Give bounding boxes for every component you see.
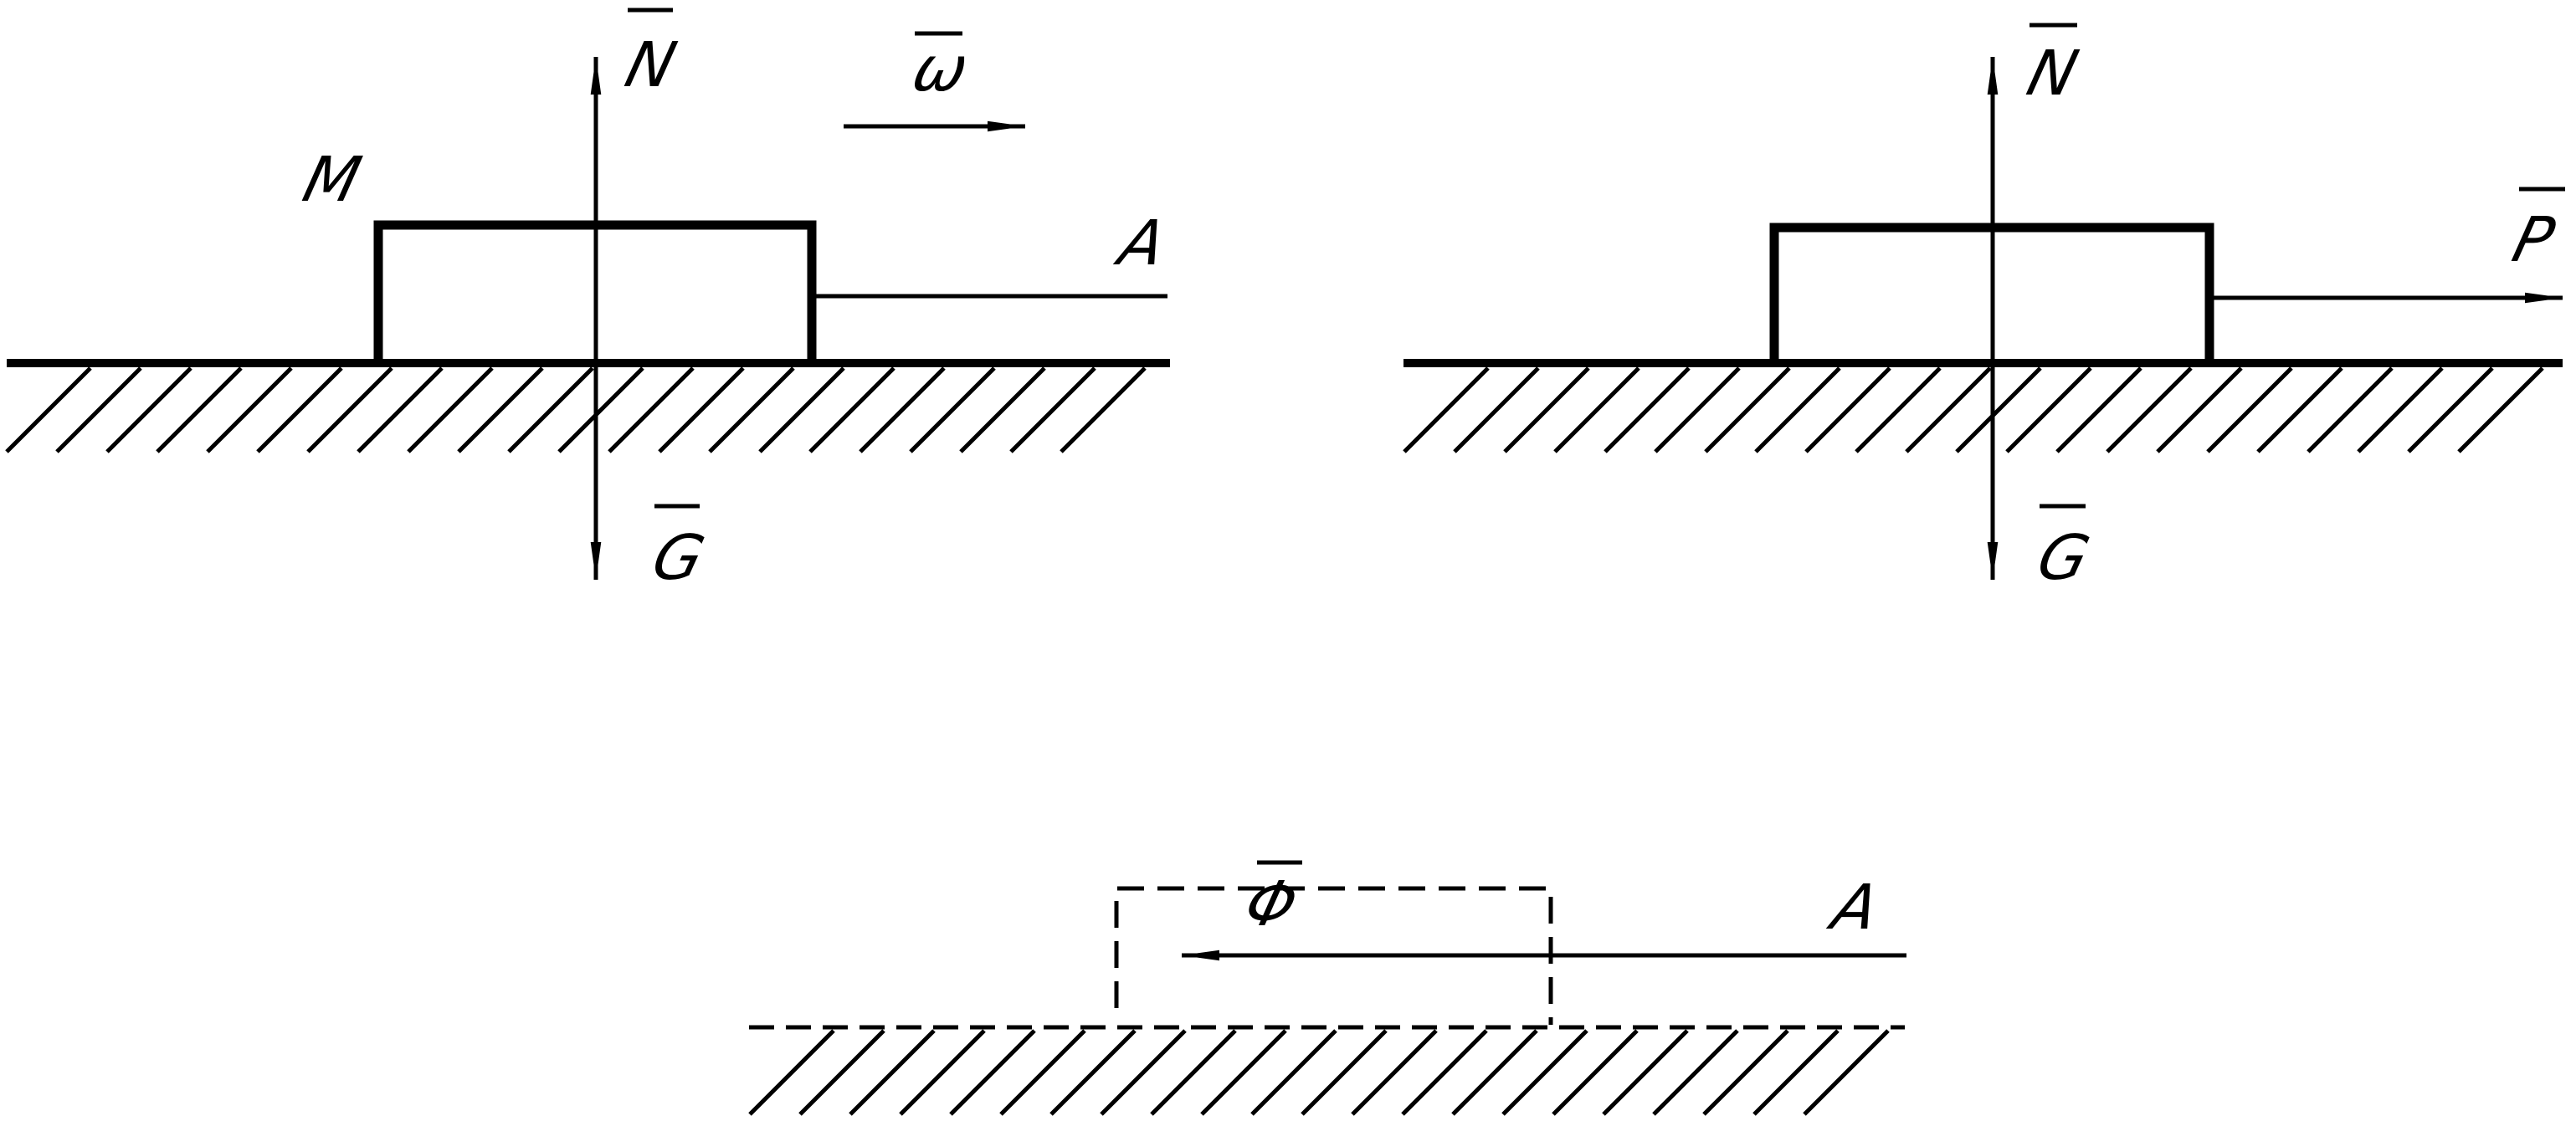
ground-hatching-bottom	[748, 1029, 1890, 1116]
gravity-label-left: G	[645, 521, 711, 594]
panel-top-left: N G ω M A	[5, 8, 1173, 594]
force-p-label: P	[2506, 203, 2562, 276]
gravity-label-right: G	[2030, 521, 2096, 594]
mass-label-m: M	[296, 143, 367, 216]
ground-hatching-left	[5, 366, 1147, 453]
inertial-force-label: Φ	[1238, 868, 1305, 940]
normal-force-label-left: N	[618, 28, 683, 101]
point-a-label-bottom: A	[1822, 871, 1886, 944]
panel-top-right: N G P	[1403, 23, 2565, 594]
panel-bottom: Φ A	[748, 860, 1906, 1116]
angular-velocity-label: ω	[906, 33, 976, 105]
ground-hatching-right	[1403, 366, 2544, 453]
point-a-label-left: A	[1109, 207, 1173, 279]
normal-force-label-right: N	[2020, 37, 2085, 110]
